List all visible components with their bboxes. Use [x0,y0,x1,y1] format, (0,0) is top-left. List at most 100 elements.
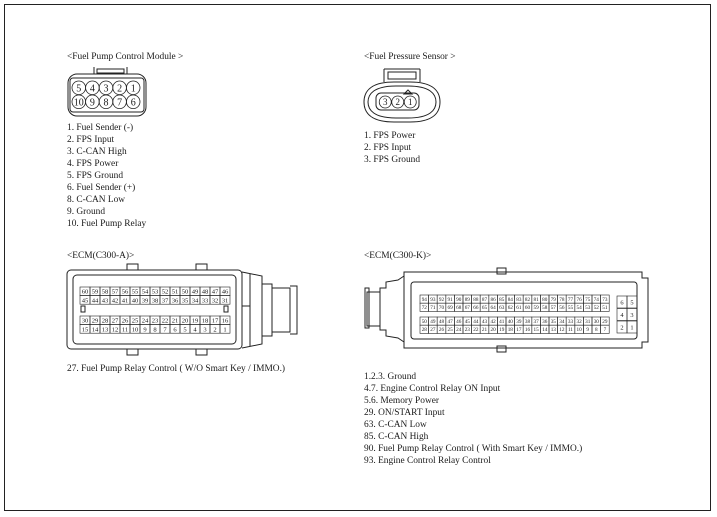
pin-number: 5 [76,83,81,94]
pin-49: 49 [428,316,438,326]
pin-59: 59 [531,302,541,312]
pin-number: 39 [142,297,149,304]
pin-3: 3 [199,324,211,334]
pin-76: 76 [574,294,584,304]
pin-59: 59 [89,286,101,296]
pin-number: 7 [163,326,167,333]
pin-number: 49 [192,289,199,296]
fps-title: <Fuel Pressure Sensor > [364,52,456,62]
pin-number: 3 [630,312,633,319]
pin-30: 30 [79,315,91,325]
pin-27: 27 [109,315,121,325]
pin-15: 15 [531,324,541,334]
pin-number: 11 [568,327,573,333]
ecm-k-legend-item: 93. Engine Control Relay Control [364,456,491,466]
pin-8: 8 [591,324,601,334]
pin-12: 12 [109,324,121,334]
pin-64: 64 [488,302,498,312]
pin-number: 16 [222,318,229,325]
pin-number: 2 [117,83,122,94]
pin-24: 24 [139,315,151,325]
pin-number: 52 [162,289,169,296]
pin-number: 13 [102,326,109,333]
pin-number: 30 [594,319,600,325]
pin-number: 33 [202,297,209,304]
pin-6: 6 [125,94,141,110]
pin-number: 19 [192,318,199,325]
pin-number: 81 [534,297,540,303]
pin-number: 76 [577,297,583,303]
pin-number: 58 [102,289,109,296]
pin-62: 62 [505,302,515,312]
pin-38: 38 [522,316,533,326]
pin-number: 2 [213,326,216,333]
ecm-k-legend-item: 5.6. Memory Power [364,396,439,406]
pin-number: 91 [448,297,454,303]
pin-number: 38 [152,297,159,304]
pin-20: 20 [488,324,498,334]
pin-number: 4 [620,312,624,319]
pin-number: 25 [448,327,454,333]
pin-number: 43 [102,297,109,304]
pin-number: 60 [525,305,531,311]
pin-46: 46 [219,286,231,296]
pin-number: 51 [172,289,179,296]
pin-7: 7 [112,94,127,110]
pin-10: 10 [129,324,141,334]
pin-32: 32 [574,316,584,326]
pin-3: 3 [98,80,114,96]
pin-18: 18 [505,324,515,334]
pin-number: 12 [559,327,565,333]
pin-number: 37 [534,319,540,325]
pin-number: 59 [92,289,99,296]
pin-78: 78 [557,294,567,304]
pin-number: 24 [142,318,149,325]
pin-number: 88 [473,297,479,303]
pin-number: 44 [473,319,479,325]
fps-legend-item: 1. FPS Power [364,131,416,141]
pin-number: 9 [143,326,147,333]
pin-53: 53 [583,302,593,312]
pin-88: 88 [471,294,481,304]
pin-89: 89 [462,294,472,304]
pin-68: 68 [454,302,464,312]
pin-number: 49 [430,319,436,325]
pin-11: 11 [565,324,576,334]
pin-56: 56 [557,302,567,312]
pin-4: 4 [616,308,628,321]
pin-8: 8 [149,324,161,334]
pin-number: 5 [630,299,633,306]
pin-26: 26 [119,315,131,325]
pin-28: 28 [99,315,111,325]
pin-50: 50 [179,286,191,296]
pin-37: 37 [531,316,541,326]
pin-number: 9 [90,97,95,108]
pin-number: 35 [182,297,189,304]
pin-number: 32 [577,319,583,325]
pin-number: 4 [193,326,197,333]
pin-number: 40 [508,319,514,325]
pin-14: 14 [89,324,101,334]
pin-38: 38 [149,295,161,305]
pin-6: 6 [169,324,181,334]
pin-number: 46 [456,319,462,325]
fpcm-legend-item: 8. C-CAN Low [67,195,126,205]
pin-49: 49 [189,286,201,296]
pin-13: 13 [99,324,111,334]
fpcm-legend-item: 1. Fuel Sender (-) [67,123,134,133]
fpcm-title: <Fuel Pump Control Module > [67,52,184,62]
pin-70: 70 [436,302,447,312]
pin-7: 7 [159,324,171,334]
ecm-k-legend-item: 4.7. Engine Control Relay ON Input [364,384,501,394]
pin-number: 10 [132,326,139,333]
pin-number: 89 [465,297,471,303]
pin-57: 57 [548,302,558,312]
pin-number: 4 [90,83,95,94]
pin-28: 28 [419,324,429,334]
ecm-a-pin-legend: 27. Fuel Pump Relay Control ( W/O Smart … [67,363,285,375]
pin-54: 54 [574,302,584,312]
pin-21: 21 [479,324,490,334]
pin-92: 92 [436,294,447,304]
pin-number: 45 [465,319,471,325]
